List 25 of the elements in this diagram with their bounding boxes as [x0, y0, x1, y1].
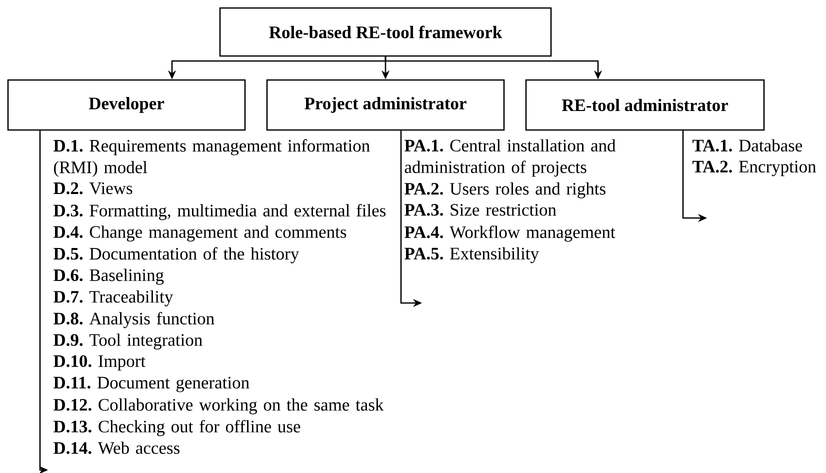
- list-item: D.2. Views: [54, 182, 132, 194]
- list-item: D.9. Tool integration: [54, 334, 202, 350]
- list-item: TA.1. Database: [692, 139, 802, 152]
- title-box: Role-based RE-tool framework: [219, 7, 552, 57]
- list-item: D.3. Formatting, multimedia and external files: [54, 204, 386, 220]
- list-item: D.8. Analysis function: [54, 312, 214, 328]
- list-item: PA.4. Workflow management: [404, 226, 616, 242]
- role-box: Project administrator: [266, 79, 505, 131]
- list-item: D.1. Requirements management information (RMI) model: [54, 139, 370, 177]
- list-item: D.5. Documentation of the history: [54, 247, 300, 264]
- list-item: D.14. Web access: [54, 442, 180, 454]
- list-item: D.4. Change management and comments: [54, 226, 346, 242]
- role-box: Developer: [7, 79, 246, 131]
- list-item: D.11. Document generation: [54, 376, 250, 392]
- list-item: D.7. Traceability: [54, 290, 174, 306]
- list-item: PA.5. Extensibility: [404, 247, 539, 264]
- list-item: D.13. Checking out for offline use: [54, 420, 300, 436]
- list-item: PA.1. Central installation and administration of projects: [404, 139, 616, 177]
- list-item: PA.3. Size restriction: [404, 204, 556, 216]
- list-item: D.6. Baselining: [54, 268, 164, 285]
- list-item: TA.2. Encryption: [692, 160, 816, 176]
- list-item: D.10. Import: [54, 355, 146, 371]
- list-item: D.12. Collaborative working on the same task: [54, 398, 384, 414]
- role-box: RE-tool administrator: [525, 79, 765, 131]
- list-item: PA.2. Users roles and rights: [404, 182, 606, 198]
